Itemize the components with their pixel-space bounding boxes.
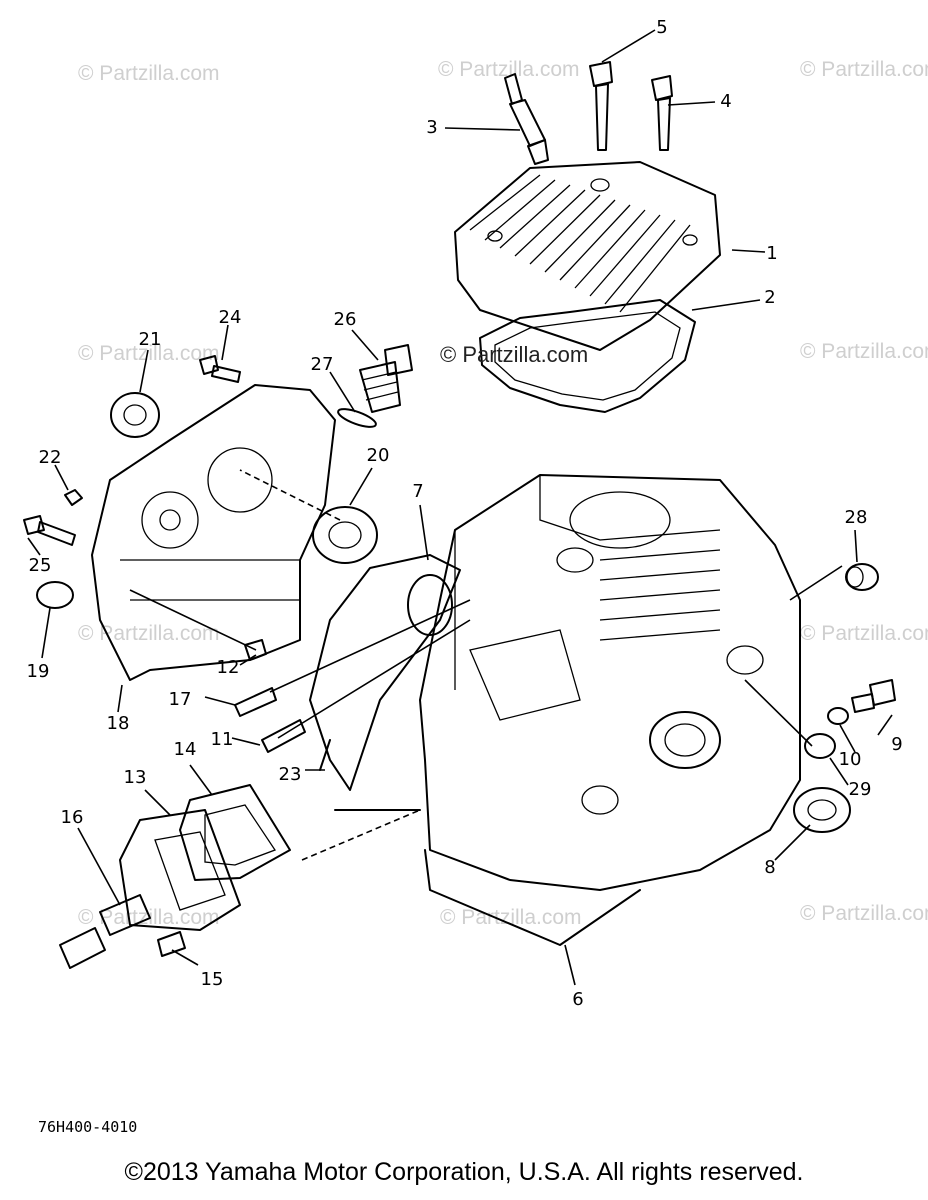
cap (36, 581, 74, 609)
cover-bolt-left (23, 515, 76, 546)
copyright-notice: ©2013 Yamaha Motor Corporation, U.S.A. A… (124, 1158, 804, 1186)
callout-10: 10 (839, 749, 862, 770)
nut (64, 489, 83, 506)
callout-13: 13 (124, 767, 147, 788)
callout-22: 22 (39, 447, 62, 468)
oil-filler-plug (359, 344, 413, 413)
callout-9: 9 (891, 734, 902, 755)
washer (827, 707, 849, 725)
crankcase-cover-plate (119, 809, 241, 931)
oil-seal-cover (312, 506, 378, 564)
cover-gasket (179, 784, 291, 881)
callout-26: 26 (334, 309, 357, 330)
callout-17: 17 (169, 689, 192, 710)
callout-27: 27 (311, 354, 334, 375)
callout-14: 14 (174, 739, 197, 760)
drain-bolt (851, 679, 896, 713)
spark-plug (504, 73, 549, 165)
callout-7: 7 (412, 481, 423, 502)
grommet (845, 563, 879, 591)
callout-16: 16 (61, 807, 84, 828)
stud-bolt-lower (261, 719, 306, 753)
head-bolt-short (651, 75, 673, 151)
callout-29: 29 (849, 779, 872, 800)
callout-2: 2 (764, 287, 775, 308)
callout-8: 8 (764, 857, 775, 878)
cylinder-head (454, 161, 721, 351)
crankcase-cover (91, 384, 336, 681)
stud-bolt-upper (234, 687, 277, 717)
oil-seal-left (110, 392, 160, 438)
watermarks: © Partzilla.com © Partzilla.com © Partzi… (78, 58, 928, 929)
watermark: © Partzilla.com (78, 622, 220, 645)
plug (804, 733, 836, 759)
cover-screw (157, 931, 186, 957)
crankcase-gasket (309, 554, 461, 791)
o-ring (337, 408, 377, 428)
oil-seal-right (793, 787, 851, 833)
watermark: © Partzilla.com (438, 58, 580, 81)
callout-11: 11 (211, 729, 234, 750)
watermark: © Partzilla.com (800, 902, 928, 925)
head-bolt-long (589, 61, 613, 151)
callout-5: 5 (656, 17, 667, 38)
callout-20: 20 (367, 445, 390, 466)
cover-bolt-top (199, 355, 241, 383)
callout-3: 3 (426, 117, 437, 138)
leader-lines (27, 29, 893, 986)
callout-23: 23 (279, 764, 302, 785)
head-gasket (479, 299, 696, 413)
watermark: © Partzilla.com (800, 58, 928, 81)
callout-24: 24 (219, 307, 242, 328)
watermark: © Partzilla.com (78, 342, 220, 365)
callout-6: 6 (572, 989, 583, 1010)
crankcase (419, 474, 801, 946)
breather-pipe (59, 894, 151, 969)
callout-28: 28 (845, 507, 868, 528)
center-watermark: © Partzilla.com (440, 342, 588, 367)
callout-4: 4 (720, 91, 731, 112)
gasket (319, 739, 421, 811)
watermark: © Partzilla.com (800, 340, 928, 363)
diagram-code: 76H400-4010 (38, 1118, 138, 1136)
callout-18: 18 (107, 713, 130, 734)
callout-12: 12 (217, 657, 240, 678)
callout-15: 15 (201, 969, 224, 990)
callout-19: 19 (27, 661, 50, 682)
callout-1: 1 (766, 243, 777, 264)
callout-21: 21 (139, 329, 162, 350)
watermark: © Partzilla.com (800, 622, 928, 645)
callout-25: 25 (29, 555, 52, 576)
watermark: © Partzilla.com (78, 62, 220, 85)
callout-labels: 1 2 3 4 5 6 7 8 9 10 11 12 13 14 15 16 1… (27, 17, 903, 1010)
watermark: © Partzilla.com (440, 906, 582, 929)
